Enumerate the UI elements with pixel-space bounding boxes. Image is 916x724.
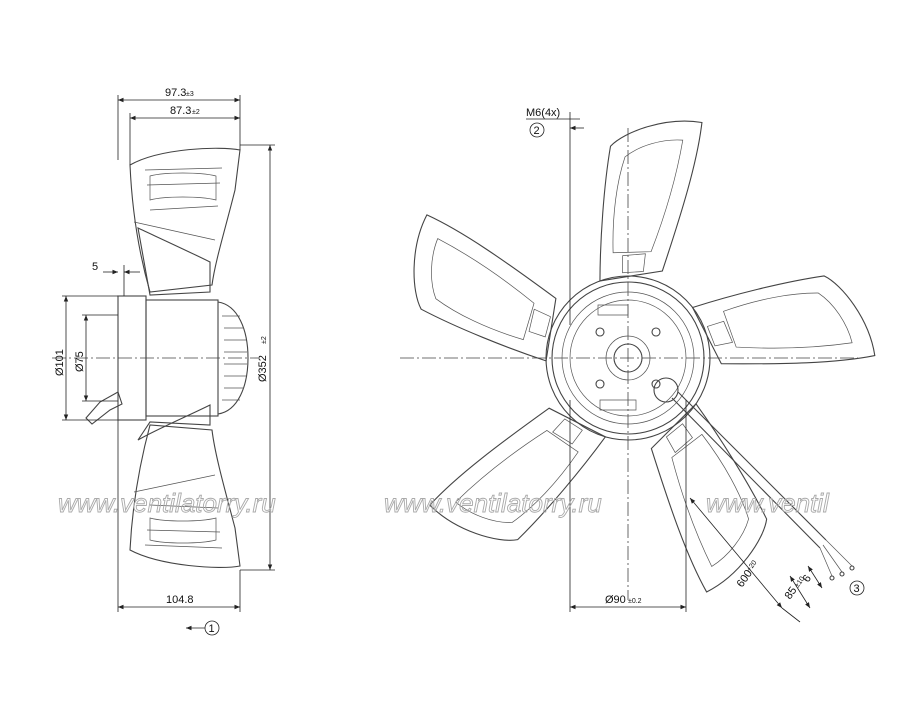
dim-5: 5 bbox=[92, 261, 98, 273]
cable-wires bbox=[819, 539, 853, 577]
callout-3: 3 bbox=[854, 583, 860, 595]
hub-outer-ring bbox=[545, 275, 711, 441]
mounting-hole bbox=[651, 327, 661, 337]
hub-bolt-circle bbox=[569, 299, 687, 417]
dim-104-8: 104.8 bbox=[166, 594, 194, 606]
hub-center-hole bbox=[613, 343, 643, 373]
watermark-left: www.ventilatorry.ru bbox=[58, 488, 276, 518]
dim-97-tol: ±3 bbox=[186, 91, 194, 98]
dim-d90-tol: ±0.2 bbox=[628, 598, 642, 605]
side-cooling-ribs bbox=[222, 315, 247, 401]
side-blade-lower bbox=[129, 424, 241, 568]
side-cable-gland bbox=[85, 391, 123, 425]
front-view: M6(4x) 2 Ø90 ±0.2 600 +20 85 ±10 6 3 bbox=[400, 107, 876, 623]
fan-blade bbox=[691, 275, 876, 365]
callout-2: 2 bbox=[534, 125, 540, 137]
side-rotor bbox=[145, 299, 219, 417]
thread-label: M6(4x) bbox=[526, 107, 560, 119]
side-motor-cap bbox=[217, 301, 249, 415]
side-blade-upper bbox=[129, 147, 241, 293]
mounting-hole bbox=[595, 327, 605, 337]
wire-end-length: 6 bbox=[801, 573, 814, 585]
dim-87-value: 87.3 bbox=[170, 105, 191, 117]
dim-d101: Ø101 bbox=[54, 349, 66, 376]
terminal-gland bbox=[653, 377, 679, 403]
side-blade-lower-root bbox=[137, 404, 211, 441]
impeller-blades bbox=[413, 120, 876, 593]
mounting-hole bbox=[651, 379, 661, 389]
fan-blade bbox=[429, 407, 607, 541]
callout-2-circle bbox=[529, 122, 545, 138]
mounting-hole bbox=[595, 379, 605, 389]
callout-3-circle bbox=[849, 580, 865, 596]
dim-87-tol: ±2 bbox=[192, 109, 200, 116]
side-view: 97.3 ±3 87.3 ±2 5 Ø101 Ø75 Ø352 ±2 104.8 bbox=[52, 87, 275, 636]
callout-1: 1 bbox=[209, 623, 215, 635]
dim-d75: Ø75 bbox=[74, 351, 86, 372]
dim-97-value: 97.3 bbox=[165, 87, 186, 99]
strip-length-value: 85 bbox=[783, 585, 800, 602]
callout-1-circle bbox=[204, 620, 220, 636]
dim-d352-tol: ±2 bbox=[261, 336, 268, 344]
dim-d352-value: Ø352 bbox=[257, 355, 269, 382]
watermark: www.ventilatorry.ru www.ventilatorry.ru … bbox=[58, 488, 831, 519]
fan-blade bbox=[599, 120, 703, 282]
watermark-right: www.ventil bbox=[706, 488, 830, 518]
side-blade-upper-root bbox=[137, 227, 211, 296]
fan-blade bbox=[413, 214, 557, 362]
cable-length-tol: +20 bbox=[746, 559, 759, 573]
cable bbox=[671, 397, 821, 549]
dim-d90-value: Ø90 bbox=[605, 594, 626, 606]
watermark-middle: www.ventilatorry.ru bbox=[384, 488, 602, 518]
